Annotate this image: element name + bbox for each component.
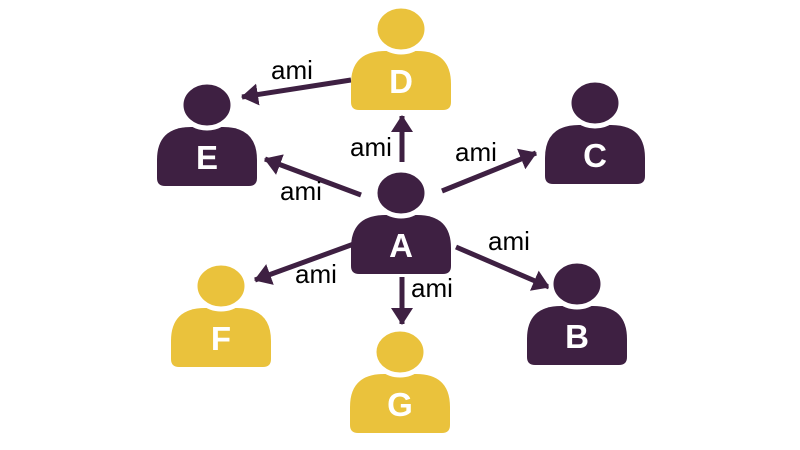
person-body bbox=[351, 215, 451, 274]
person-letter: E bbox=[196, 139, 218, 176]
person-letter: F bbox=[211, 320, 231, 357]
person-e: E bbox=[157, 79, 257, 186]
person-body bbox=[350, 374, 450, 433]
person-icon: G bbox=[350, 326, 450, 433]
person-head bbox=[371, 326, 429, 378]
person-c: C bbox=[545, 77, 645, 184]
person-icon: F bbox=[171, 260, 271, 367]
edge-label-a-c: ami bbox=[455, 137, 497, 167]
edge-label-a-d: ami bbox=[350, 132, 392, 162]
person-body bbox=[351, 51, 451, 110]
person-letter: C bbox=[583, 137, 607, 174]
person-d: D bbox=[351, 3, 451, 110]
person-head bbox=[192, 260, 250, 312]
person-icon: C bbox=[545, 77, 645, 184]
person-body bbox=[545, 125, 645, 184]
edge-label-a-g: ami bbox=[411, 273, 453, 303]
person-letter: D bbox=[389, 63, 413, 100]
person-head bbox=[372, 3, 430, 55]
person-icon: E bbox=[157, 79, 257, 186]
edge-label-d-e: ami bbox=[271, 55, 313, 85]
person-icon: B bbox=[527, 258, 627, 365]
person-letter: A bbox=[389, 227, 413, 264]
edge-label-a-f: ami bbox=[295, 259, 337, 289]
person-head bbox=[566, 77, 624, 129]
person-body bbox=[527, 306, 627, 365]
edge-label-a-e: ami bbox=[280, 176, 322, 206]
person-b: B bbox=[527, 258, 627, 365]
person-head bbox=[372, 167, 430, 219]
person-head bbox=[548, 258, 606, 310]
person-body bbox=[171, 308, 271, 367]
person-a: A bbox=[351, 167, 451, 274]
person-letter: B bbox=[565, 318, 589, 355]
person-icon: A bbox=[351, 167, 451, 274]
person-body bbox=[157, 127, 257, 186]
person-icon: D bbox=[351, 3, 451, 110]
person-head bbox=[178, 79, 236, 131]
edge-label-a-b: ami bbox=[488, 226, 530, 256]
person-g: G bbox=[350, 326, 450, 433]
person-letter: G bbox=[387, 386, 413, 423]
person-f: F bbox=[171, 260, 271, 367]
